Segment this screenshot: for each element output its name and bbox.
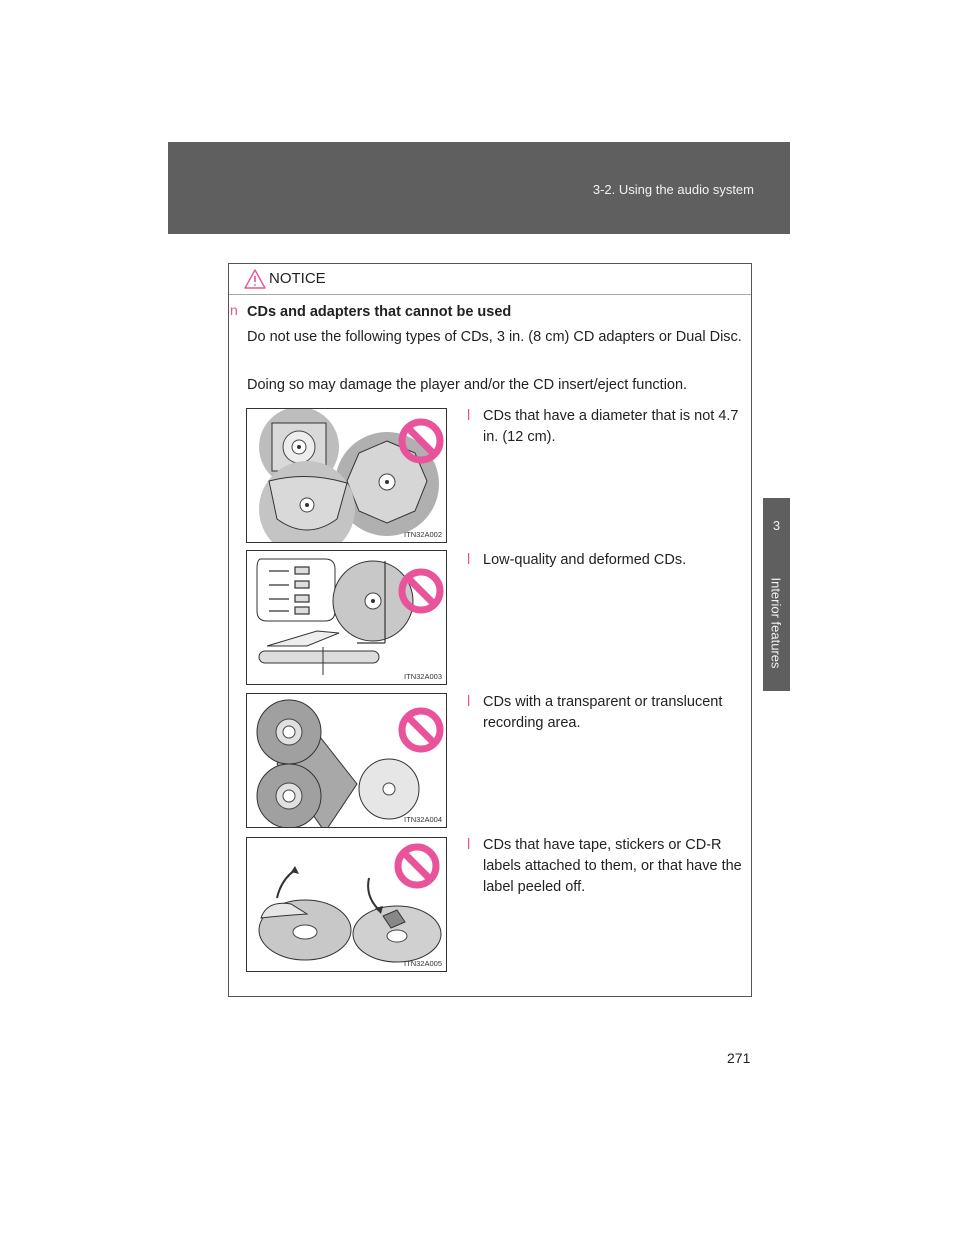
item-text: Low-quality and deformed CDs. (483, 552, 687, 568)
figure-code: ITN32A004 (404, 815, 442, 824)
figure-code: ITN32A002 (404, 530, 442, 539)
item-bullet: l (467, 408, 471, 424)
item-bullet: l (467, 837, 471, 853)
section-title: 3-2. Using the audio system (592, 182, 754, 197)
notice-paragraph: Do not use the following types of CDs, 3… (247, 329, 742, 345)
item-text: CDs with a transparent or translucent re… (483, 694, 723, 731)
cd-illustration (256, 699, 444, 827)
notice-box: NOTICE n CDs and adapters that cannot be… (228, 263, 752, 997)
item-text: CDs that have tape, stickers or CD-R lab… (483, 837, 742, 895)
list-item: l Low-quality and deformed CDs. (467, 550, 747, 571)
figure-labeled-cds: ITN32A005 (246, 837, 447, 972)
figure-transparent-cds: ITN32A004 (246, 693, 447, 828)
figure-code: ITN32A003 (404, 672, 442, 681)
notice-heading: CDs and adapters that cannot be used (247, 304, 512, 320)
figure-deformed-cds: ITN32A003 (246, 550, 447, 685)
section-bullet: n (230, 302, 238, 318)
chapter-tab: 3 Interior features (763, 498, 790, 691)
cd-illustration (259, 409, 444, 542)
item-text: CDs that have a diameter that is not 4.7… (483, 408, 739, 445)
item-bullet: l (467, 694, 471, 710)
list-item: l CDs with a transparent or translucent … (467, 692, 747, 734)
warning-triangle-icon (244, 269, 266, 289)
list-item: l CDs that have a diameter that is not 4… (467, 406, 747, 448)
cd-illustration (258, 843, 442, 963)
figure-code: ITN32A005 (404, 959, 442, 968)
cd-illustration (256, 558, 444, 675)
notice-label: NOTICE (269, 270, 326, 287)
notice-paragraph: Doing so may damage the player and/or th… (247, 377, 688, 393)
figure-wrong-diameter-cds: ITN32A002 (246, 408, 447, 543)
page-number: 271 (727, 1050, 751, 1066)
header-band: 3-2. Using the audio system (168, 142, 790, 234)
item-bullet: l (467, 552, 471, 568)
chapter-label: Interior features (768, 577, 784, 669)
list-item: l CDs that have tape, stickers or CD-R l… (467, 835, 747, 898)
notice-header: NOTICE (229, 264, 751, 295)
chapter-number: 3 (772, 518, 781, 533)
